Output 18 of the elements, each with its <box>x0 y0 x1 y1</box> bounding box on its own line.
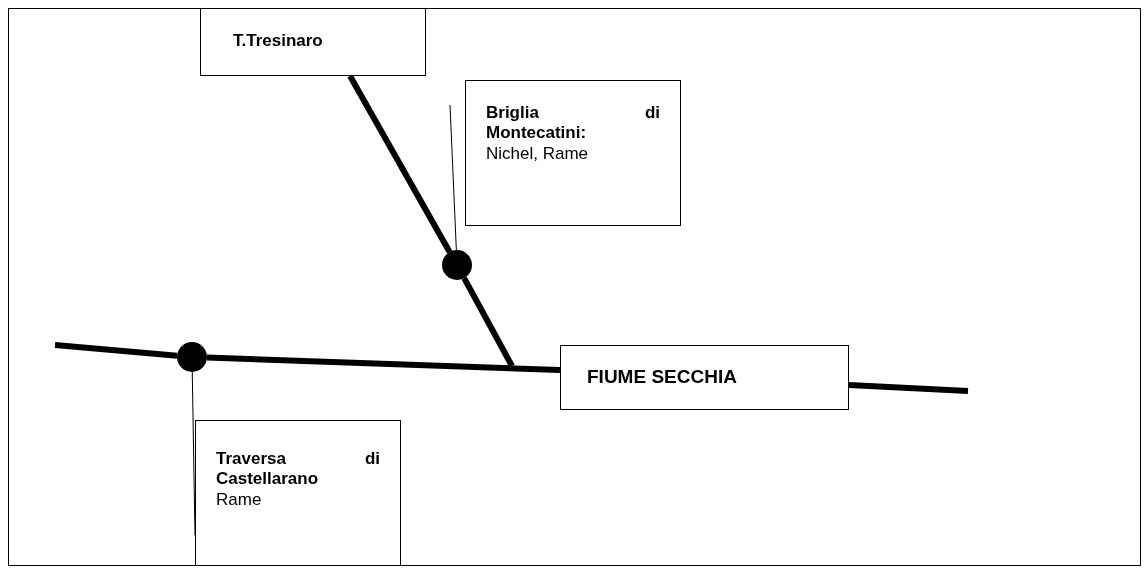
label-title: Traversa di Castellarano <box>216 449 380 490</box>
leader-line <box>449 104 457 251</box>
station-dot <box>177 342 207 372</box>
river-line <box>347 74 453 254</box>
station-dot <box>442 250 472 280</box>
label-title: T.Tresinaro <box>233 31 324 52</box>
label-text: Rame <box>216 489 263 511</box>
label-box <box>195 420 401 566</box>
river-line <box>54 342 178 359</box>
label-box <box>465 80 681 226</box>
river-line <box>848 382 969 394</box>
label-title: FIUME SECCHIA <box>587 366 738 389</box>
label-box <box>200 8 426 76</box>
river-line <box>206 354 561 374</box>
label-title: Briglia di Montecatini: <box>486 103 660 144</box>
label-text: Nichel, Rame <box>486 143 590 165</box>
label-box <box>560 345 849 410</box>
river-line <box>461 276 515 368</box>
